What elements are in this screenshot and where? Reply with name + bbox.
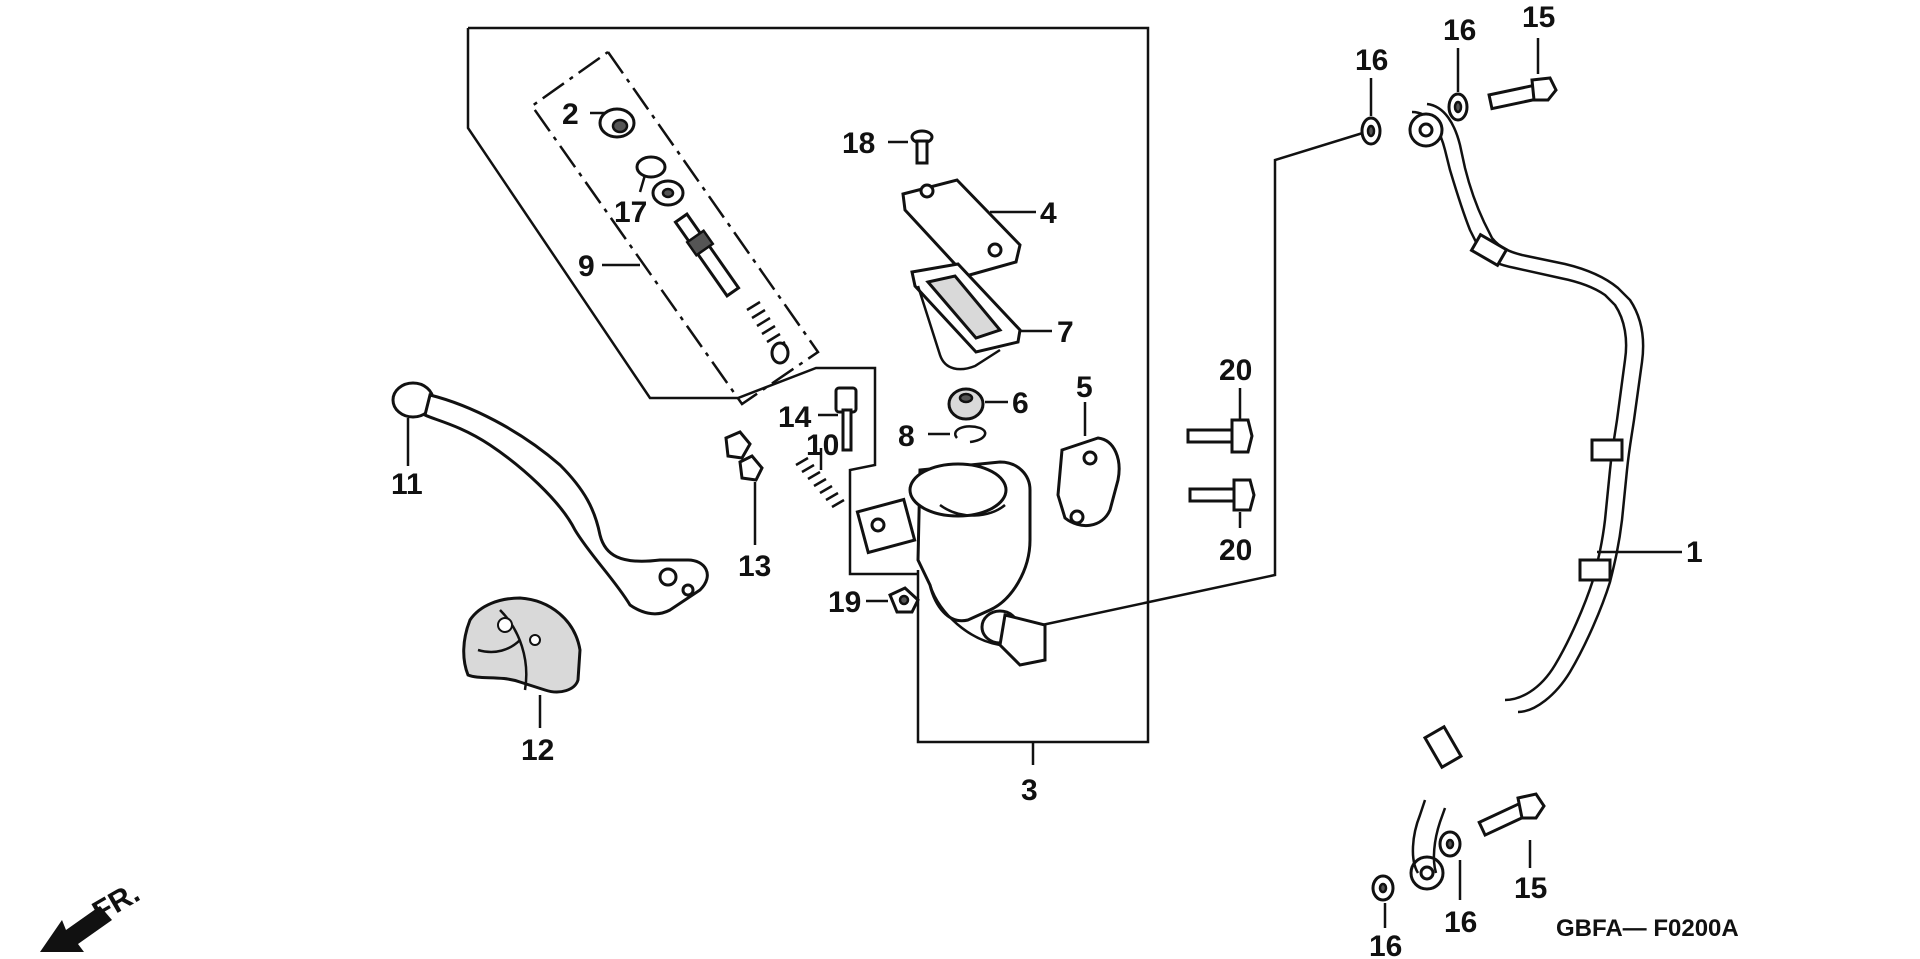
reservoir-cap	[901, 178, 1022, 278]
callout-16-upper-right: 16	[1443, 14, 1476, 47]
pivot-nut	[724, 430, 764, 482]
callout-9: 9	[578, 250, 595, 283]
callout-7: 7	[1057, 316, 1074, 349]
front-direction-arrow-icon	[40, 906, 112, 952]
master-cylinder-holder	[1056, 436, 1121, 527]
callout-19: 19	[828, 586, 861, 619]
callout-6: 6	[1012, 387, 1029, 420]
callout-17: 17	[614, 196, 647, 229]
brake-lever	[391, 381, 709, 616]
callout-4: 4	[1040, 197, 1057, 230]
callout-18: 18	[842, 127, 875, 160]
callout-12: 12	[521, 734, 554, 767]
callout-1: 1	[1686, 536, 1703, 569]
piston-kit	[598, 107, 790, 365]
callout-14: 14	[778, 401, 812, 434]
piston-kit-outline	[530, 50, 820, 406]
callout-2: 2	[562, 98, 579, 131]
callout-16-lower-right: 16	[1444, 906, 1477, 939]
leader-17	[638, 174, 647, 193]
sealing-washers	[1360, 92, 1469, 902]
diaphragm-plate	[910, 262, 1022, 371]
callout-20-upper: 20	[1219, 354, 1252, 387]
callout-11: 11	[391, 468, 423, 501]
hose-routing-line	[1041, 130, 1367, 627]
pivot-bolt	[834, 386, 858, 452]
callout-15-lower: 15	[1514, 872, 1547, 905]
banjo-bolt-lower	[1477, 792, 1546, 838]
lever-cover	[462, 596, 582, 694]
callout-15-upper: 15	[1522, 1, 1555, 34]
master-cylinder-assembly-outline	[466, 26, 1150, 744]
brake-hose	[1408, 102, 1645, 891]
callout-5: 5	[1076, 371, 1093, 404]
callout-10: 10	[806, 429, 839, 462]
callout-16-upper-left: 16	[1355, 44, 1388, 77]
cap-screw	[910, 129, 934, 165]
holder-bolt-upper	[1186, 418, 1254, 454]
banjo-bolt-upper	[1487, 76, 1558, 111]
dust-boot	[947, 387, 985, 421]
callout-8: 8	[898, 420, 915, 453]
return-spring	[795, 456, 845, 509]
master-cylinder-body	[855, 460, 1047, 667]
callout-20-lower: 20	[1219, 534, 1252, 567]
holder-bolt-lower	[1188, 478, 1256, 512]
circlip	[954, 425, 987, 444]
callout-16-lower-left: 16	[1369, 930, 1402, 959]
callout-13: 13	[738, 550, 771, 583]
callout-3: 3	[1021, 774, 1038, 807]
figure-code: GBFA— F0200A	[1556, 915, 1739, 942]
joint-nut	[888, 586, 920, 614]
